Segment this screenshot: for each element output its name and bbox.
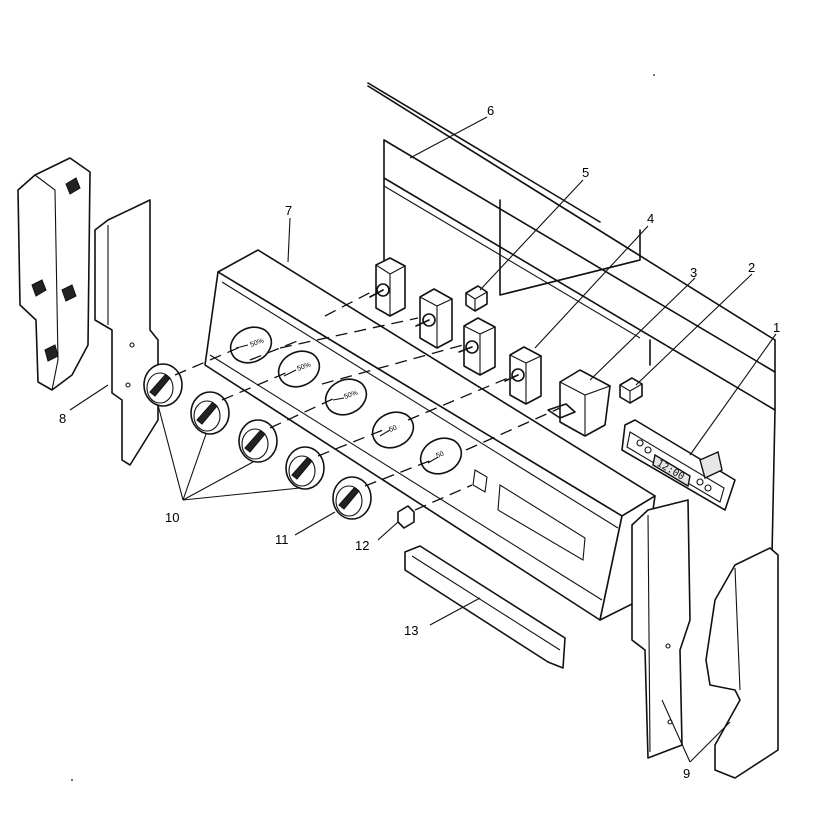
part-8-left-endcap [17,157,159,466]
part-4-switch-d [504,346,542,405]
panel-dial-5: 50 [419,437,463,475]
part-10-knob-2 [190,391,230,435]
svg-text:50: 50 [435,451,445,460]
part-10-knob-1 [143,363,183,407]
callout-3: 3 [690,265,697,280]
callout-10: 10 [165,510,179,525]
part-9-right-endcap [631,499,779,779]
part-13-trim-strip [404,545,566,669]
part-10-knob-3 [238,419,278,463]
speck [653,74,655,76]
part-11-knob [332,476,372,520]
part-4-switch-c [458,317,496,376]
svg-text:50%: 50% [343,390,359,401]
callout-7: 7 [285,203,292,218]
panel-dial-2: 50% [277,350,321,388]
svg-text:50%: 50% [249,338,265,349]
svg-text:50: 50 [388,425,398,434]
part-4-switch-b [415,288,453,349]
callout-5: 5 [582,165,589,180]
leader-lines [69,116,777,763]
part-3-selector-switch [547,369,611,437]
callout-2: 2 [748,260,755,275]
callout-labels: 1 2 3 4 5 6 7 8 9 10 11 12 13 [59,103,780,781]
part-5-switch [465,285,488,312]
part-4-switch-a [369,257,406,317]
part-10-knob-4 [285,446,325,490]
callout-13: 13 [404,623,418,638]
callout-4: 4 [647,211,654,226]
callout-8: 8 [59,411,66,426]
callout-11: 11 [275,532,289,547]
panel-dial-3: 50% [324,378,368,416]
svg-text:50%: 50% [296,362,312,373]
callout-6: 6 [487,103,494,118]
part-1-clock-board: 12:00 [621,419,736,511]
callout-1: 1 [773,320,780,335]
panel-dial-4: 50 [371,411,415,449]
speck [71,779,73,781]
part-12-clip [397,505,415,529]
callout-12: 12 [355,538,369,553]
callout-9: 9 [683,766,690,781]
assembly-lines [174,289,561,511]
part-6-back-panel [367,82,776,556]
part-7-control-console: 50% 50% 50% 50 50 [204,249,656,621]
